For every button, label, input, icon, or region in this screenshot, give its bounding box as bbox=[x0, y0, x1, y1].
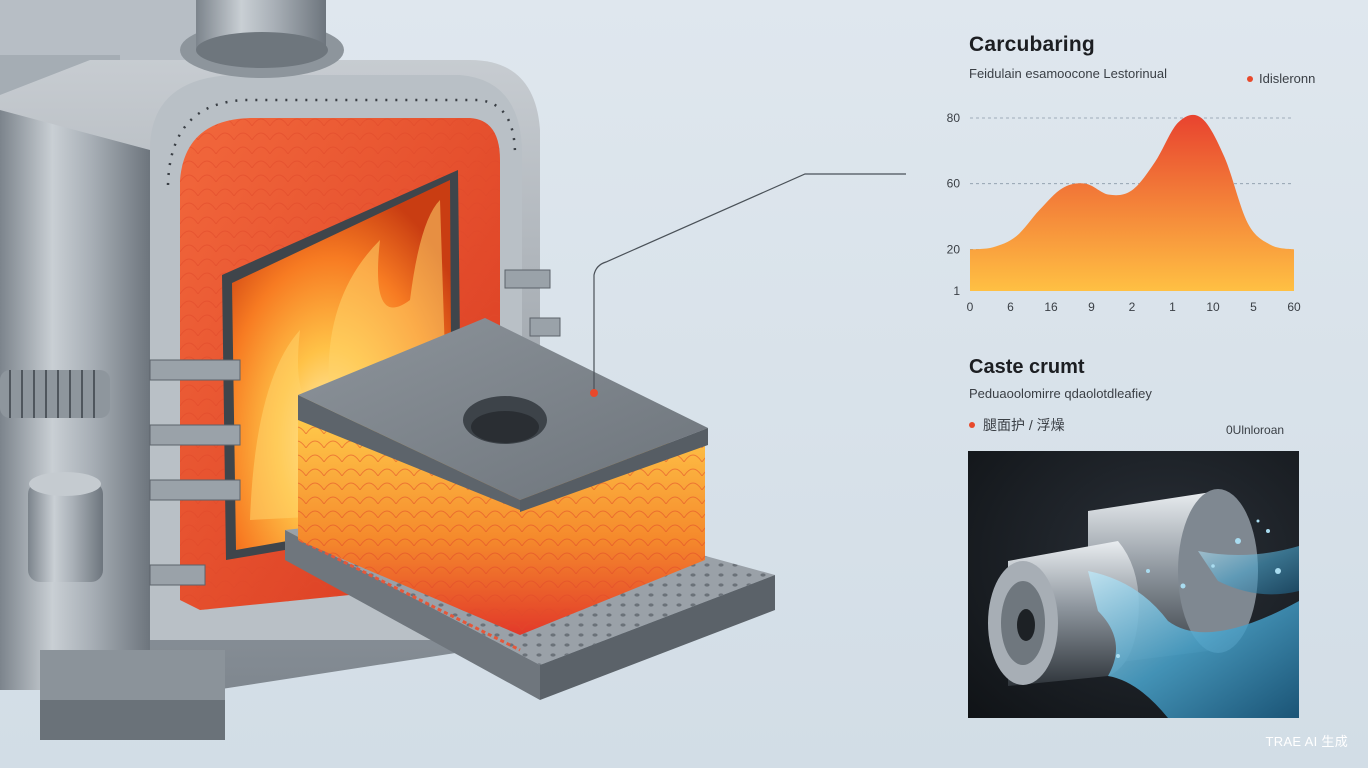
x-tick-label: 2 bbox=[1129, 300, 1136, 314]
chart-subtitle: Feidulain esamoocone Lestorinual bbox=[969, 66, 1168, 81]
photo-panel-subtitle: Peduaoolomirre qdaolotdleafiey bbox=[969, 386, 1152, 401]
photo-panel-side-label: 0Ulnloroan bbox=[1226, 423, 1285, 437]
legend-marker-icon bbox=[1247, 75, 1253, 82]
x-tick-label: 16 bbox=[1044, 300, 1058, 314]
y-tick-label: 80 bbox=[947, 111, 961, 125]
photo-panel-tag: 腿面护 / 浮燥 bbox=[969, 415, 1065, 435]
x-tick-label: 6 bbox=[1007, 300, 1014, 314]
y-tick-label: 1 bbox=[953, 284, 960, 298]
area-chart: 1 20 60 80 0 6 16 9 2 1 10 5 60 bbox=[947, 111, 1301, 314]
y-tick-label: 20 bbox=[947, 242, 961, 256]
chart-legend: Idisleronn bbox=[1247, 71, 1315, 86]
area-series bbox=[970, 114, 1294, 291]
y-axis-ticks: 1 20 60 80 bbox=[947, 111, 961, 298]
x-tick-label: 9 bbox=[1088, 300, 1095, 314]
x-tick-label: 5 bbox=[1250, 300, 1257, 314]
photo-panel-title: Caste crumt bbox=[969, 356, 1085, 378]
chart-title: Carcubaring bbox=[969, 33, 1095, 56]
x-tick-label: 1 bbox=[1169, 300, 1176, 314]
quench-photo bbox=[968, 451, 1299, 718]
legend-label: Idisleronn bbox=[1259, 71, 1316, 86]
x-axis-ticks: 0 6 16 9 2 1 10 5 60 bbox=[967, 300, 1301, 314]
x-tick-label: 60 bbox=[1287, 300, 1301, 314]
x-tick-label: 10 bbox=[1206, 300, 1220, 314]
tag-marker-icon bbox=[969, 422, 975, 428]
tag-text: 腿面护 / 浮燥 bbox=[983, 417, 1065, 433]
ai-watermark: TRAE AI 生成 bbox=[1265, 734, 1348, 749]
y-tick-label: 60 bbox=[947, 177, 961, 191]
x-tick-label: 0 bbox=[967, 300, 974, 314]
